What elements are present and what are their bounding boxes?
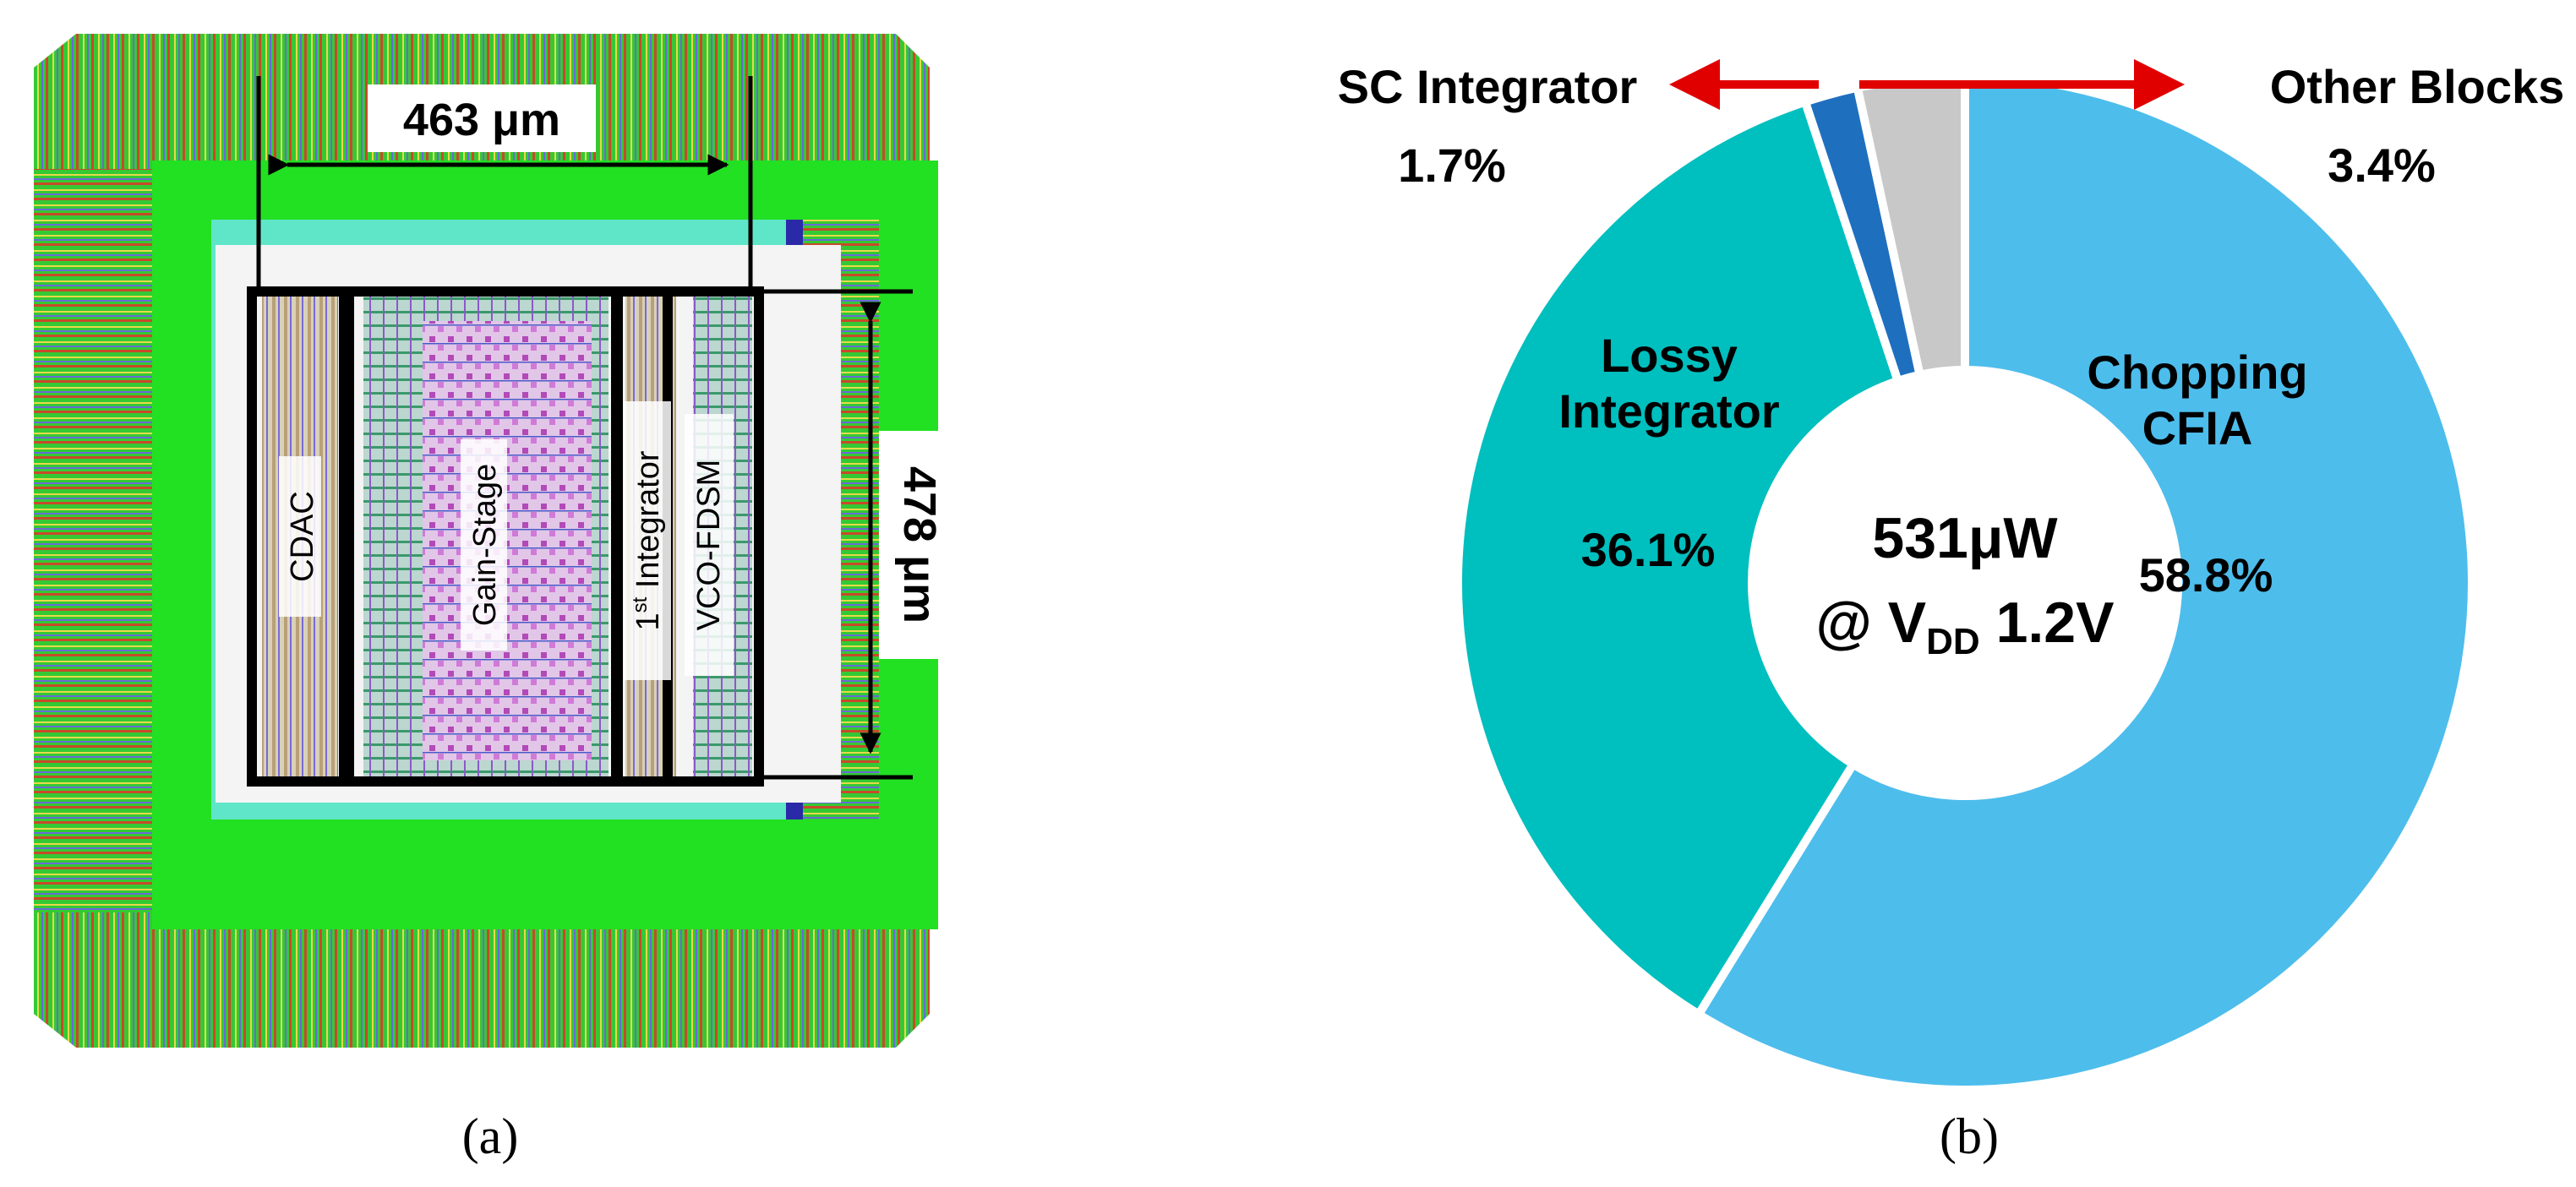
- slice-name-label-line: Lossy: [1601, 329, 1738, 382]
- integrator-label: 1st Integrator: [629, 450, 666, 630]
- donut-chart: [1454, 71, 2476, 1094]
- caption-b: (b): [1940, 1108, 1999, 1164]
- donut-slice: [1454, 96, 1903, 1021]
- gain-stage-label-bg: [461, 439, 507, 651]
- cdac-label: CDAC: [285, 491, 320, 582]
- slice-value-label: 36.1%: [1581, 523, 1716, 576]
- gain-stage-label: Gain-Stage: [467, 464, 503, 626]
- other-blocks-label: Other Blocks: [2270, 60, 2565, 113]
- sc-integrator-label-line: SC Integrator: [1338, 60, 1638, 113]
- integrator-ordinal-sup: st: [629, 596, 652, 613]
- chip-layout-panel: CDAC Gain-Stage 1st Integrator VCO-FDSM …: [34, 34, 955, 1164]
- pad-ring-bottom: [177, 912, 794, 1048]
- caption-a: (a): [462, 1108, 519, 1164]
- other-blocks-label-line: Other Blocks: [2270, 60, 2565, 113]
- height-label-bg: [879, 431, 955, 659]
- integrator-ordinal: 1: [630, 613, 666, 630]
- vco-label-bg: [685, 414, 734, 676]
- cdac-label-bg: [279, 456, 321, 617]
- integrator-word: Integrator: [630, 450, 666, 597]
- height-label: 478 μm: [894, 466, 945, 623]
- slice-value-label: 58.8%: [2139, 548, 2273, 602]
- slice-name-label-line: Integrator: [1558, 384, 1779, 438]
- supply-suffix: 1.2V: [1980, 591, 2115, 655]
- integrator-label-bg: [624, 401, 671, 680]
- layout-outer-frame: [247, 286, 764, 787]
- sc-integrator-label: SC Integrator: [1338, 60, 1638, 113]
- vco-label: VCO-FDSM: [691, 460, 727, 631]
- supply-prefix: @ V: [1816, 591, 1927, 655]
- sc-integrator-value: 1.7%: [1398, 139, 1506, 192]
- slice-name-label-line: Chopping: [2087, 346, 2307, 399]
- slice-name-label-line: CFIA: [2142, 401, 2253, 455]
- donut-slice: [1693, 71, 2476, 1094]
- width-label: 463 μm: [403, 95, 560, 145]
- width-label-bg: [368, 84, 596, 152]
- supply-sub: DD: [1926, 621, 1980, 662]
- other-blocks-value: 3.4%: [2328, 139, 2436, 192]
- guard-ring-bottom: [177, 819, 904, 879]
- center-power-label: 531μW: [1872, 506, 2058, 570]
- center-supply-label: @ VDD 1.2V: [1816, 591, 2115, 662]
